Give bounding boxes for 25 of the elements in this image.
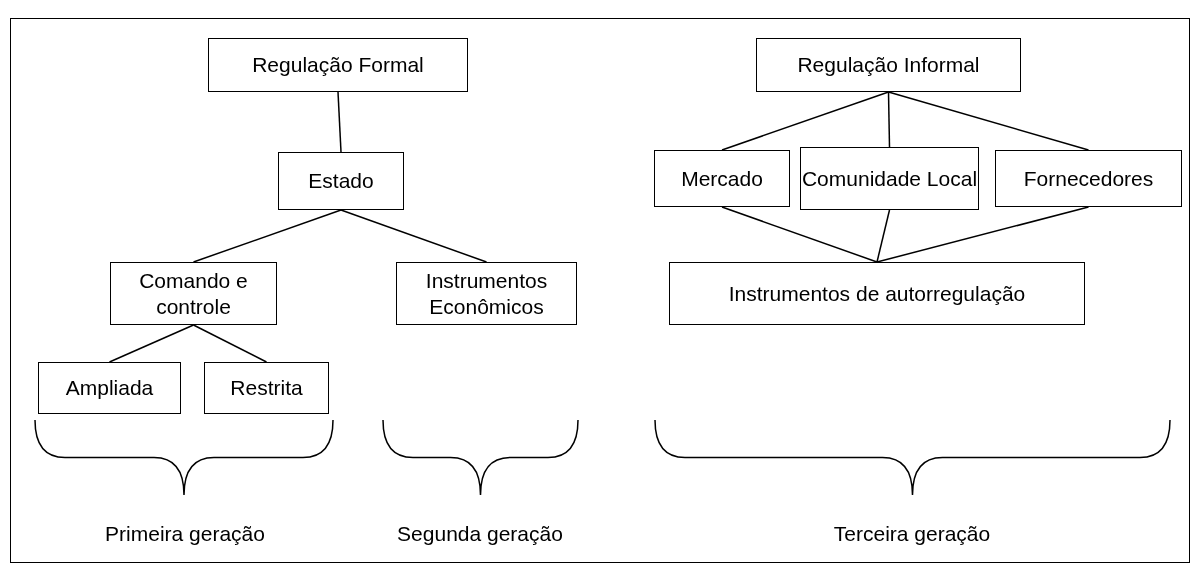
category-box: Comunidade Local [800, 147, 979, 210]
connector-line [876, 206, 1090, 263]
connector-line [192, 324, 268, 363]
connector-line [108, 324, 195, 363]
category-box: Ampliada [38, 362, 181, 414]
category-box: Regulação Formal [208, 38, 468, 92]
group-label: Primeira geração [105, 522, 265, 546]
category-box: Restrita [204, 362, 329, 414]
category-box: Regulação Informal [756, 38, 1021, 92]
group-label: Segunda geração [397, 522, 563, 546]
category-box: Comando e controle [110, 262, 277, 325]
category-box: Estado [278, 152, 404, 210]
category-box: Instrumentos de autorregulação [669, 262, 1085, 325]
category-box: Fornecedores [995, 150, 1182, 207]
connector-line [340, 209, 488, 263]
connector-line [887, 91, 891, 148]
connector-line [721, 91, 890, 151]
connector-line [337, 91, 342, 153]
category-box: Instrumentos Econômicos [396, 262, 577, 325]
group-label: Terceira geração [833, 522, 991, 546]
connector-line [192, 209, 342, 263]
connector-line [876, 209, 891, 263]
connector-line [887, 91, 1090, 151]
category-box: Mercado [654, 150, 790, 207]
connector-line [721, 206, 878, 263]
